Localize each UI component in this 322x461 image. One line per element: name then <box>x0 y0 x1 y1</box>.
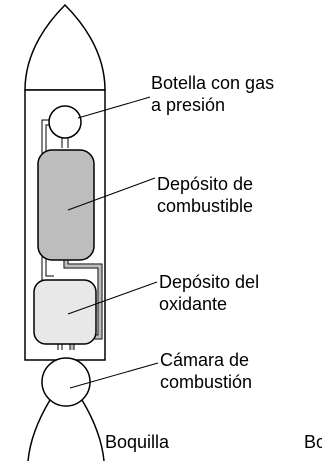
combustion-chamber <box>41 357 91 407</box>
label-nozzle: Boquilla <box>105 432 170 452</box>
label-fuel-tank: Depósito de combustible <box>157 174 254 216</box>
leader-lines <box>67 96 159 389</box>
label-oxidizer-tank: Depósito del oxidante <box>159 272 260 314</box>
nozzle <box>27 399 105 461</box>
oxidizer-tank <box>33 279 97 345</box>
label-cut-off: Bo <box>304 432 322 452</box>
nose-cone <box>24 3 106 91</box>
gas-bottle <box>48 105 82 139</box>
fuel-tank <box>37 149 95 261</box>
label-combustion-chamber: Cámara de combustión <box>160 350 253 392</box>
label-gas-bottle: Botella con gas a presión <box>151 73 275 115</box>
